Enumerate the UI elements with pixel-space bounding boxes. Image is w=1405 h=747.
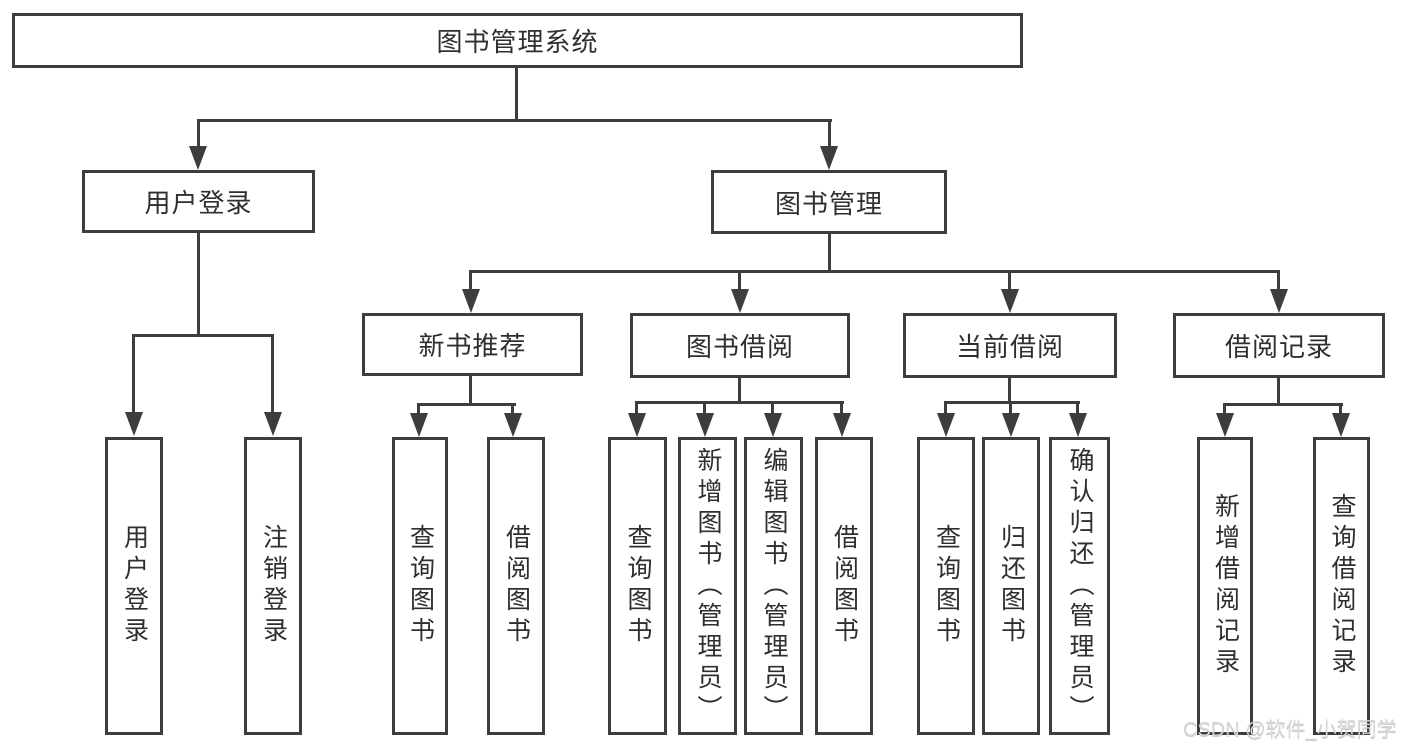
connector-arrowhead	[764, 413, 782, 437]
node-book-management: 图书管理	[711, 170, 947, 234]
connector-arrowhead	[1069, 413, 1087, 437]
connector-line	[944, 401, 1080, 404]
leaf-query-book-current-label: 查询图书	[932, 524, 961, 648]
connector-line	[197, 119, 200, 149]
connector-line	[828, 234, 831, 273]
connector-line	[1223, 403, 1226, 415]
connector-line	[197, 233, 200, 337]
leaf-query-book-recommend-label: 查询图书	[406, 524, 435, 648]
leaf-query-book-current: 查询图书	[917, 437, 975, 735]
connector-line	[197, 119, 832, 122]
leaf-add-borrow-record-label: 新增借阅记录	[1211, 493, 1240, 679]
connector-arrowhead	[1332, 413, 1350, 437]
connector-line	[1223, 403, 1343, 406]
connector-line	[635, 401, 844, 404]
leaf-query-book-borrow-label: 查询图书	[624, 524, 652, 648]
connector-arrowhead	[504, 413, 522, 437]
node-root: 图书管理系统	[12, 13, 1023, 68]
connector-line	[417, 403, 516, 406]
connector-line	[828, 119, 831, 149]
connector-arrowhead	[731, 289, 749, 313]
node-borrow-record: 借阅记录	[1173, 313, 1385, 378]
connector-arrowhead	[628, 413, 646, 437]
watermark: CSDN @软件_小贺同学	[1183, 719, 1397, 741]
connector-line	[944, 401, 947, 414]
node-user-login: 用户登录	[82, 170, 315, 233]
connector-line	[1008, 378, 1011, 404]
connector-arrowhead	[462, 289, 480, 313]
connector-arrowhead	[1270, 289, 1288, 313]
connector-line	[515, 68, 518, 122]
node-current-borrow: 当前借阅	[903, 313, 1117, 378]
leaf-confirm-return-admin-label: 确认归还（管理员）	[1066, 446, 1094, 726]
connector-line	[469, 376, 472, 406]
leaf-edit-book-admin-label: 编辑图书（管理员）	[760, 446, 788, 726]
connector-line	[417, 403, 420, 415]
leaf-user-login-label: 用户登录	[120, 524, 149, 648]
leaf-query-borrow-record-label: 查询借阅记录	[1328, 493, 1356, 679]
connector-line	[738, 270, 741, 290]
node-new-book-recommend-label: 新书推荐	[418, 331, 527, 361]
node-book-borrow-label: 图书借阅	[685, 332, 794, 362]
leaf-borrow-book-recommend-label: 借阅图书	[502, 524, 531, 648]
leaf-logout: 注销登录	[244, 437, 302, 735]
leaf-add-book-admin-label: 新增图书（管理员）	[694, 446, 722, 726]
leaf-borrow-book-label: 借阅图书	[830, 524, 859, 648]
leaf-return-book-label: 归还图书	[997, 524, 1026, 648]
connector-arrowhead	[125, 412, 143, 436]
leaf-return-book: 归还图书	[982, 437, 1040, 735]
connector-arrowhead	[189, 146, 207, 170]
connector-line	[1076, 401, 1079, 414]
connector-line	[1009, 401, 1012, 414]
connector-line	[132, 334, 274, 337]
leaf-borrow-book: 借阅图书	[815, 437, 873, 735]
connector-line	[840, 401, 843, 414]
connector-arrowhead	[410, 413, 428, 437]
connector-arrowhead	[264, 412, 282, 436]
leaf-add-book-admin: 新增图书（管理员）	[678, 437, 737, 735]
connector-line	[1277, 270, 1280, 290]
connector-line	[703, 401, 706, 414]
connector-line	[1277, 378, 1280, 406]
connector-line	[738, 378, 741, 404]
leaf-query-borrow-record: 查询借阅记录	[1313, 437, 1370, 735]
connector-arrowhead	[820, 146, 838, 170]
leaf-user-login: 用户登录	[105, 437, 163, 735]
connector-arrowhead	[696, 413, 714, 437]
connector-arrowhead	[1001, 289, 1019, 313]
leaf-query-book-recommend: 查询图书	[392, 437, 448, 735]
node-new-book-recommend: 新书推荐	[362, 313, 583, 376]
node-book-management-label: 图书管理	[774, 188, 883, 219]
connector-line	[469, 270, 1280, 273]
connector-arrowhead	[937, 413, 955, 437]
leaf-query-book-borrow: 查询图书	[608, 437, 667, 735]
connector-line	[635, 401, 638, 414]
node-user-login-label: 用户登录	[144, 188, 253, 218]
node-root-label: 图书管理系统	[436, 27, 599, 57]
leaf-logout-label: 注销登录	[259, 524, 288, 648]
connector-line	[511, 403, 514, 415]
node-current-borrow-label: 当前借阅	[955, 332, 1064, 362]
leaf-edit-book-admin: 编辑图书（管理员）	[744, 437, 803, 735]
connector-arrowhead	[1002, 413, 1020, 437]
connector-line	[1339, 403, 1342, 415]
connector-arrowhead	[1216, 413, 1234, 437]
leaf-borrow-book-recommend: 借阅图书	[487, 437, 545, 735]
node-book-borrow: 图书借阅	[630, 313, 850, 378]
connector-arrowhead	[833, 413, 851, 437]
connector-line	[771, 401, 774, 414]
connector-line	[132, 334, 135, 414]
leaf-add-borrow-record: 新增借阅记录	[1197, 437, 1253, 735]
connector-line	[1008, 270, 1011, 290]
connector-line	[271, 334, 274, 414]
node-borrow-record-label: 借阅记录	[1224, 332, 1333, 362]
connector-line	[469, 270, 472, 290]
leaf-confirm-return-admin: 确认归还（管理员）	[1049, 437, 1110, 735]
